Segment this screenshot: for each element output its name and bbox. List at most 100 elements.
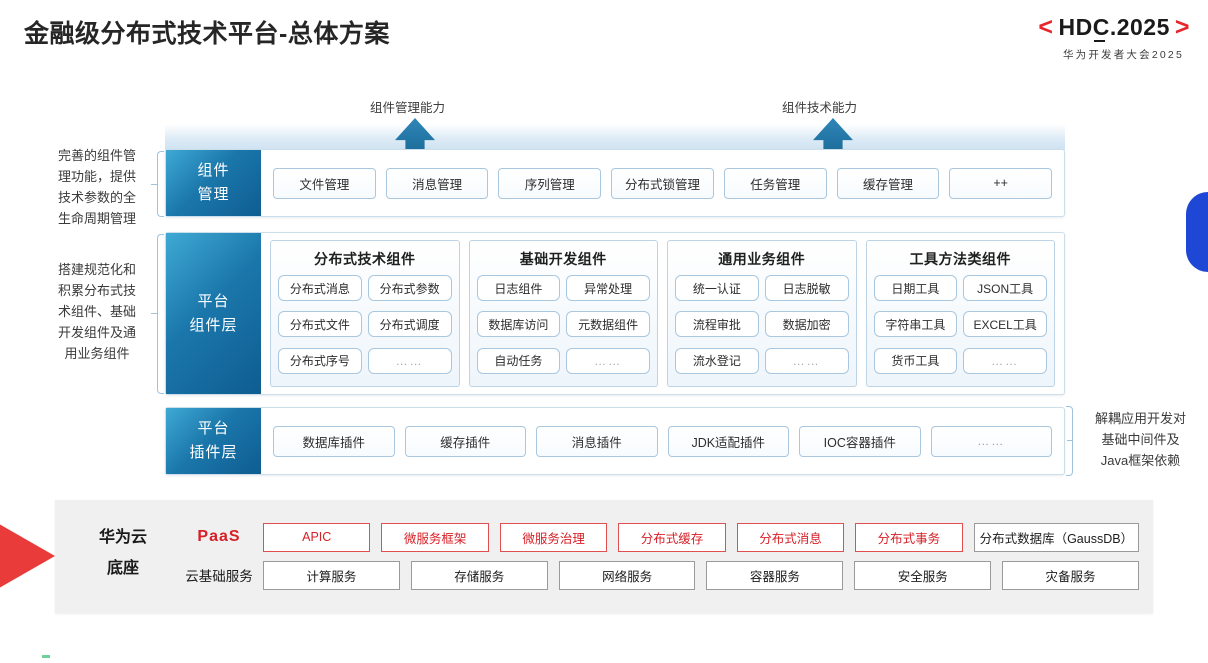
component-management-items: 文件管理 消息管理 序列管理 分布式锁管理 任务管理 缓存管理 ++: [261, 150, 1064, 216]
cell-string-tool[interactable]: 字符串工具: [873, 311, 958, 338]
cbox-security-service[interactable]: 安全服务: [854, 560, 992, 590]
cloud-row-paas: PaaS APIC 微服务框架 微服务治理 分布式缓存 分布式消息 分布式事务 …: [175, 522, 1140, 552]
chip-more[interactable]: ++: [949, 167, 1053, 199]
chip-task-management[interactable]: 任务管理: [723, 167, 827, 199]
platform-component-layer-label: 平台 组件层: [166, 233, 261, 394]
group-title: 基础开发组件: [519, 251, 607, 267]
side-note-line: 用业务组件: [64, 346, 130, 361]
group-cells: 分布式消息 分布式参数 分布式文件 分布式调度 分布式序号 ……: [278, 275, 452, 379]
cbox-microservice-framework[interactable]: 微服务框架: [381, 522, 489, 552]
cell-more[interactable]: ……: [367, 347, 452, 374]
side-note-line: 开发组件及通: [57, 325, 136, 340]
cbox-storage-service[interactable]: 存储服务: [410, 560, 548, 590]
cbox-microservice-governance[interactable]: 微服务治理: [499, 522, 608, 552]
layer-label-line: 组件: [197, 162, 230, 179]
cbox-distributed-cache[interactable]: 分布式缓存: [618, 522, 726, 552]
side-note-line: Java框架依赖: [1100, 453, 1181, 468]
cbox-distributed-message[interactable]: 分布式消息: [736, 522, 845, 552]
chip-more[interactable]: ……: [930, 425, 1052, 457]
hdc-logo-text: HDC.2025: [1058, 14, 1170, 42]
cbox-disaster-recovery-service[interactable]: 灾备服务: [1002, 560, 1139, 590]
blue-semicircle-decoration: [1186, 192, 1208, 272]
cell-date-tool[interactable]: 日期工具: [873, 275, 958, 301]
side-note-line: 解耦应用开发对: [1094, 411, 1186, 426]
group-cells: 日期工具 JSON工具 字符串工具 EXCEL工具 货币工具 ……: [873, 275, 1047, 379]
cell-excel-tool[interactable]: EXCEL工具: [963, 311, 1047, 338]
side-note-line: 理功能，提供: [57, 169, 136, 184]
component-management-layer: 组件 管理 文件管理 消息管理 序列管理 分布式锁管理 任务管理 缓存管理 ++: [165, 149, 1065, 217]
layer-label-line: 管理: [197, 186, 230, 203]
brace-tick: [1067, 440, 1073, 442]
cbox-container-service[interactable]: 容器服务: [706, 560, 844, 590]
cell-distributed-parameter[interactable]: 分布式参数: [367, 275, 452, 301]
cloud-base-title-line: 底座: [106, 560, 139, 577]
cell-more[interactable]: ……: [566, 347, 650, 374]
cloud-row-label-paas: PaaS: [197, 528, 241, 545]
cell-log-desensitization[interactable]: 日志脱敏: [764, 275, 849, 301]
cell-unified-authentication[interactable]: 统一认证: [675, 275, 759, 301]
plugin-layer-items: 数据库插件 缓存插件 消息插件 JDK适配插件 IOC容器插件 ……: [261, 408, 1064, 474]
arrow-label-component-management: 组件管理能力: [370, 101, 446, 115]
cell-data-encryption[interactable]: 数据加密: [764, 311, 849, 338]
cbox-network-service[interactable]: 网络服务: [558, 560, 696, 590]
cell-log-component[interactable]: 日志组件: [476, 275, 561, 301]
chip-database-plugin[interactable]: 数据库插件: [273, 425, 395, 457]
hdc-logo: < HDC.2025 > 华为开发者大会2025: [930, 13, 1190, 62]
cloud-row-infrastructure: 云基础服务 计算服务 存储服务 网络服务 容器服务 安全服务 灾备服务: [175, 560, 1139, 590]
cbox-distributed-database-gaussdb[interactable]: 分布式数据库（GaussDB）: [973, 522, 1140, 552]
chip-sequence-management[interactable]: 序列管理: [498, 167, 602, 199]
chip-cache-management[interactable]: 缓存管理: [836, 167, 940, 199]
cbox-apic[interactable]: APIC: [263, 522, 371, 552]
chip-ioc-container-plugin[interactable]: IOC容器插件: [799, 425, 921, 457]
cell-exception-handling[interactable]: 异常处理: [566, 275, 650, 301]
brace-left-top: [157, 151, 164, 217]
chip-file-management[interactable]: 文件管理: [273, 167, 376, 199]
cbox-compute-service[interactable]: 计算服务: [263, 560, 400, 590]
cell-distributed-scheduling[interactable]: 分布式调度: [367, 311, 452, 338]
red-wedge-decoration: [0, 513, 55, 599]
bracket-right-icon: >: [1174, 13, 1190, 41]
platform-component-groups: 分布式技术组件 分布式消息 分布式参数 分布式文件 分布式调度 分布式序号 ………: [261, 233, 1064, 394]
group-title: 工具方法类组件: [909, 251, 1011, 267]
bracket-left-icon: <: [1038, 13, 1054, 41]
cell-process-approval[interactable]: 流程审批: [675, 311, 759, 338]
side-note-line: 生命周期管理: [57, 211, 136, 226]
component-management-layer-label: 组件 管理: [166, 150, 261, 216]
brace-left-mid: [157, 234, 164, 394]
side-note-decoupling: 解耦应用开发对 基础中间件及 Java框架依赖: [1078, 408, 1203, 471]
cell-json-tool[interactable]: JSON工具: [963, 275, 1047, 301]
side-note-line: 术组件、基础: [57, 304, 136, 319]
cell-distributed-message[interactable]: 分布式消息: [278, 275, 362, 301]
cell-distributed-file[interactable]: 分布式文件: [278, 311, 362, 338]
huawei-cloud-base-panel: 华为云 底座 PaaS APIC 微服务框架 微服务治理 分布式缓存 分布式消息…: [55, 500, 1153, 613]
cloud-row-items-paas: APIC 微服务框架 微服务治理 分布式缓存 分布式消息 分布式事务 分布式数据…: [263, 522, 1140, 552]
cell-database-access[interactable]: 数据库访问: [476, 311, 561, 338]
cell-automated-task[interactable]: 自动任务: [476, 347, 561, 374]
chip-message-plugin[interactable]: 消息插件: [536, 425, 658, 457]
arrow-label-component-technology: 组件技术能力: [782, 101, 858, 115]
chip-distributed-lock-management[interactable]: 分布式锁管理: [611, 167, 714, 199]
layer-label-line: 平台: [197, 420, 230, 437]
chip-message-management[interactable]: 消息管理: [385, 167, 489, 199]
chip-jdk-adapter-plugin[interactable]: JDK适配插件: [667, 425, 789, 457]
side-note-line: 积累分布式技: [57, 283, 136, 298]
cell-distributed-sequence[interactable]: 分布式序号: [278, 347, 362, 374]
cbox-distributed-transaction[interactable]: 分布式事务: [855, 522, 963, 552]
cell-transaction-registration[interactable]: 流水登记: [675, 347, 759, 374]
chip-cache-plugin[interactable]: 缓存插件: [404, 425, 526, 457]
cell-currency-tool[interactable]: 货币工具: [873, 347, 958, 374]
cloud-row-label-infrastructure: 云基础服务: [185, 569, 253, 584]
group-basic-development: 基础开发组件 日志组件 异常处理 数据库访问 元数据组件 自动任务 ……: [468, 240, 658, 387]
cloud-base-rows: PaaS APIC 微服务框架 微服务治理 分布式缓存 分布式消息 分布式事务 …: [175, 522, 1140, 598]
cell-more[interactable]: ……: [764, 347, 849, 374]
cell-metadata-component[interactable]: 元数据组件: [566, 311, 650, 338]
group-cells: 日志组件 异常处理 数据库访问 元数据组件 自动任务 ……: [476, 275, 650, 379]
side-note-line: 完善的组件管: [57, 148, 136, 163]
cloud-base-title-line: 华为云: [98, 529, 147, 546]
group-distributed-tech: 分布式技术组件 分布式消息 分布式参数 分布式文件 分布式调度 分布式序号 ……: [270, 240, 460, 387]
platform-component-layer: 平台 组件层 分布式技术组件 分布式消息 分布式参数 分布式文件 分布式调度 分…: [165, 232, 1065, 395]
hdc-logo-subtitle: 华为开发者大会2025: [1062, 49, 1184, 61]
cell-more[interactable]: ……: [963, 347, 1047, 374]
group-tool-methods: 工具方法类组件 日期工具 JSON工具 字符串工具 EXCEL工具 货币工具 ……: [865, 240, 1055, 387]
layer-label-line: 组件层: [189, 316, 238, 334]
